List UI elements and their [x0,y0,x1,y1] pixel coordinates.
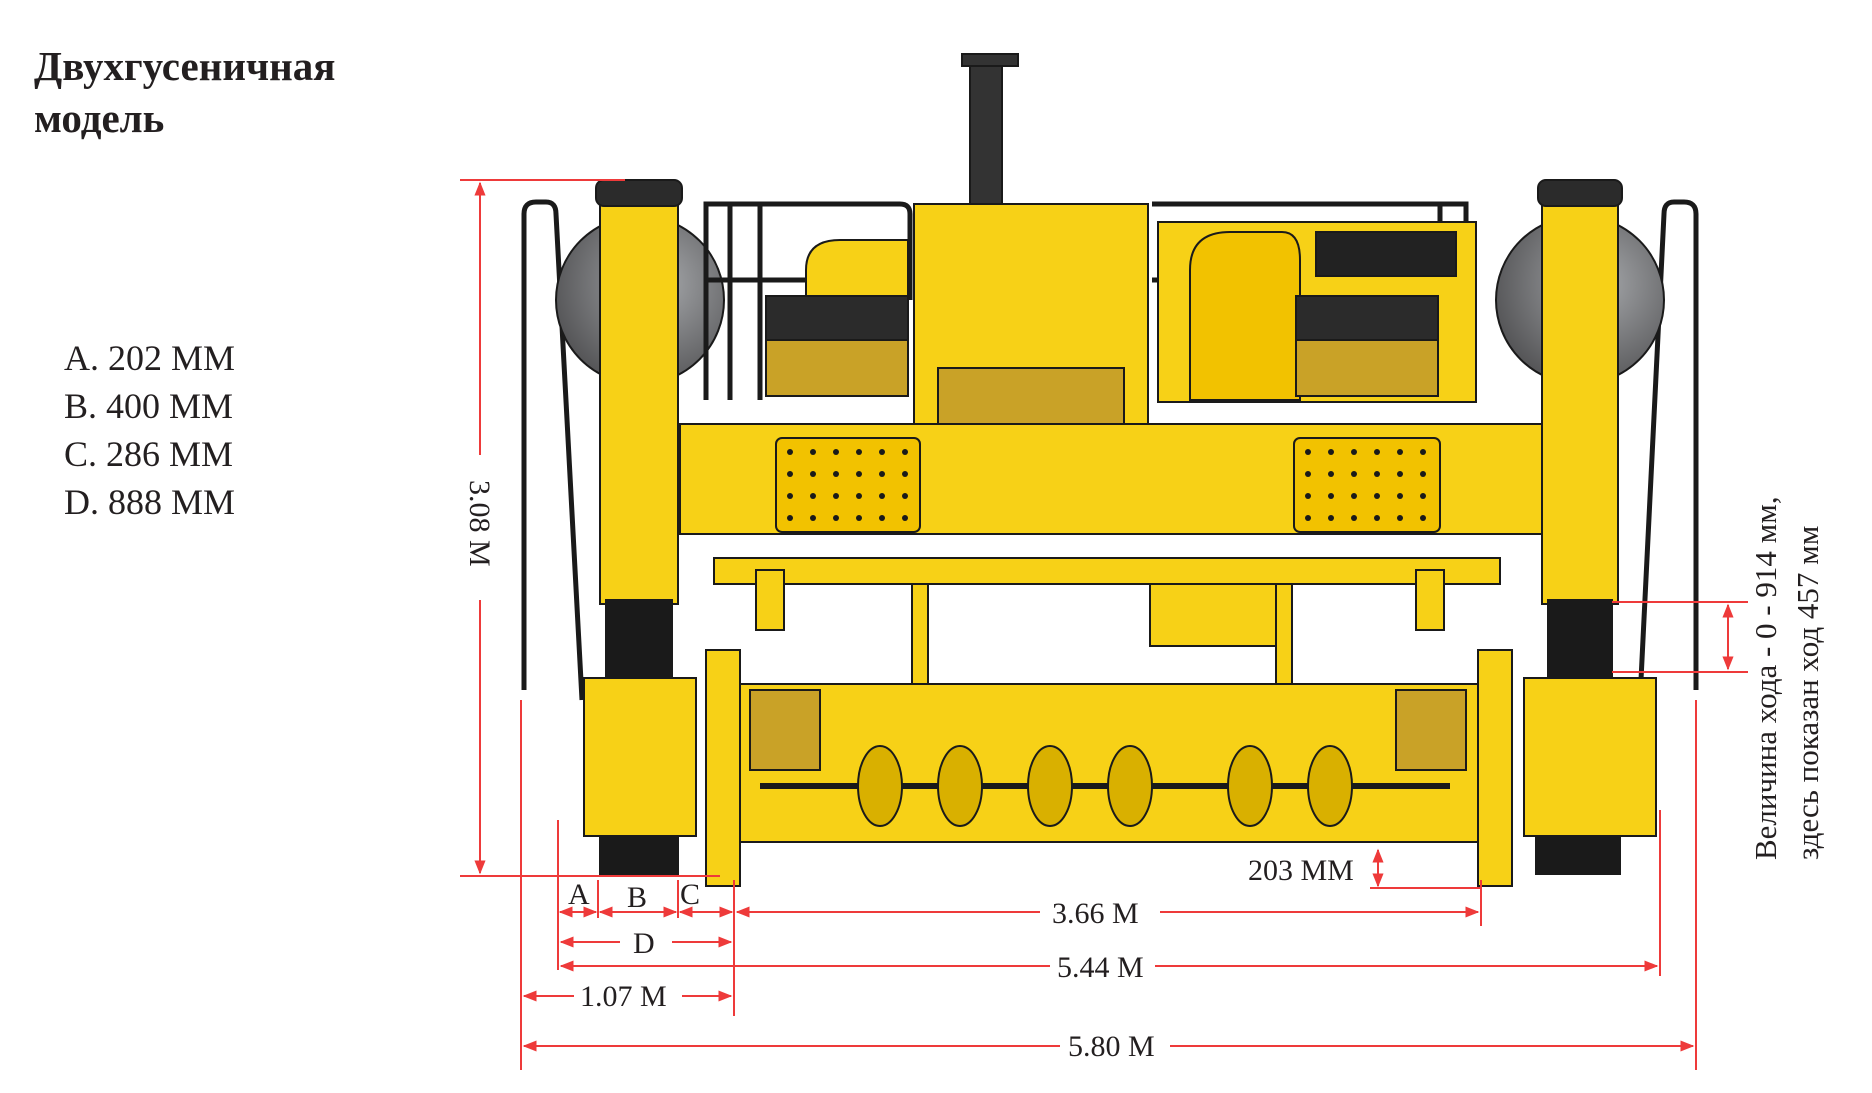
auger-flight [937,745,983,827]
bolt [856,515,862,521]
stroke-note: Величина хода - 0 - 914 мм, здесь показа… [1745,496,1829,860]
title-line-1: Двухгусеничная [34,43,336,89]
bolt [1305,449,1311,455]
bolt [856,471,862,477]
right-bolt-panel [1293,437,1441,533]
bolt [1305,471,1311,477]
bolt [1397,493,1403,499]
bolt [1374,493,1380,499]
right-track-frame [1523,677,1657,837]
left-handrail [521,199,585,701]
bolt [787,471,793,477]
bolt [1328,449,1334,455]
bolt [1374,515,1380,521]
bolt [810,515,816,521]
auger-flight [1307,745,1353,827]
left-track [599,835,679,875]
bolt [787,515,793,521]
bolt [1420,493,1426,499]
auger-flight [857,745,903,827]
legend-item-c: C. 286 MM [64,434,234,474]
auger-flight [1107,745,1153,827]
paver-machine [521,53,1699,887]
label-c: C [680,878,700,911]
clearance-label: 203 MM [1248,854,1354,887]
bolt [1374,471,1380,477]
bolt [879,471,885,477]
bolt [810,471,816,477]
bolt [1397,471,1403,477]
inner-width-label: 3.66 M [1052,897,1139,930]
bolt [787,493,793,499]
stroke-note-line-1: Величина хода - 0 - 914 мм, [1748,496,1783,860]
left-control-box [765,295,909,341]
bolt [810,493,816,499]
bolt [1351,515,1357,521]
right-track [1535,835,1621,875]
bolt [1351,493,1357,499]
bolt [1305,493,1311,499]
stroke-note-line-2: здесь показан ход 457 мм [1790,525,1825,860]
exhaust-stack [969,61,1003,209]
right-leg-column [1541,183,1619,605]
bolt [1351,449,1357,455]
bolt [1420,515,1426,521]
bolt [1420,449,1426,455]
bolt [787,449,793,455]
height-label: 3.08 M [463,480,496,567]
bolt [902,471,908,477]
bolt [833,493,839,499]
legend-item-a: A. 202 MM [64,338,236,378]
label-d: D [633,927,655,960]
bolt [902,449,908,455]
title-line-2: модель [34,95,165,141]
bolt [879,515,885,521]
track-width-label: 5.44 M [1057,951,1144,984]
overall-width-label: 5.80 M [1068,1030,1155,1063]
left-leg-column [599,183,679,605]
left-track-frame [583,677,697,837]
dimension-lines [460,179,1748,1070]
dimension-legend: A. 202 MM B. 400 MM C. 286 MM D. 888 MM [64,334,235,526]
auger-flight [1027,745,1073,827]
right-end-gate [1477,649,1513,887]
bolt [833,449,839,455]
auger-flight [1227,745,1273,827]
bolt [902,493,908,499]
label-a: A [568,878,590,911]
bolt [833,471,839,477]
bolt [1305,515,1311,521]
legend-item-d: D. 888 MM [64,482,236,522]
offset-label: 1.07 M [580,980,667,1013]
bolt [856,449,862,455]
label-b: B [627,881,647,914]
bolt [1420,471,1426,477]
left-end-gate [705,649,741,887]
left-engine [805,239,909,301]
right-handrail [1637,199,1699,701]
lower-beam [713,557,1501,585]
bolt [879,493,885,499]
bolt [1397,515,1403,521]
bolt [1397,449,1403,455]
legend-item-b: B. 400 MM [64,386,234,426]
dimension-labels: 3.08 M A B C D 3.66 M 5.44 M 1.07 M 5.80… [463,480,1354,1063]
bolt [1328,471,1334,477]
bolt [879,449,885,455]
left-bolt-panel [775,437,921,533]
bolt [1351,471,1357,477]
diagram-title: Двухгусеничная модель [34,40,335,144]
bolt [810,449,816,455]
right-control-box [1295,295,1439,341]
bolt [856,493,862,499]
bolt [1374,449,1380,455]
bolt [1328,493,1334,499]
bolt [902,515,908,521]
bolt [833,515,839,521]
bolt [1328,515,1334,521]
